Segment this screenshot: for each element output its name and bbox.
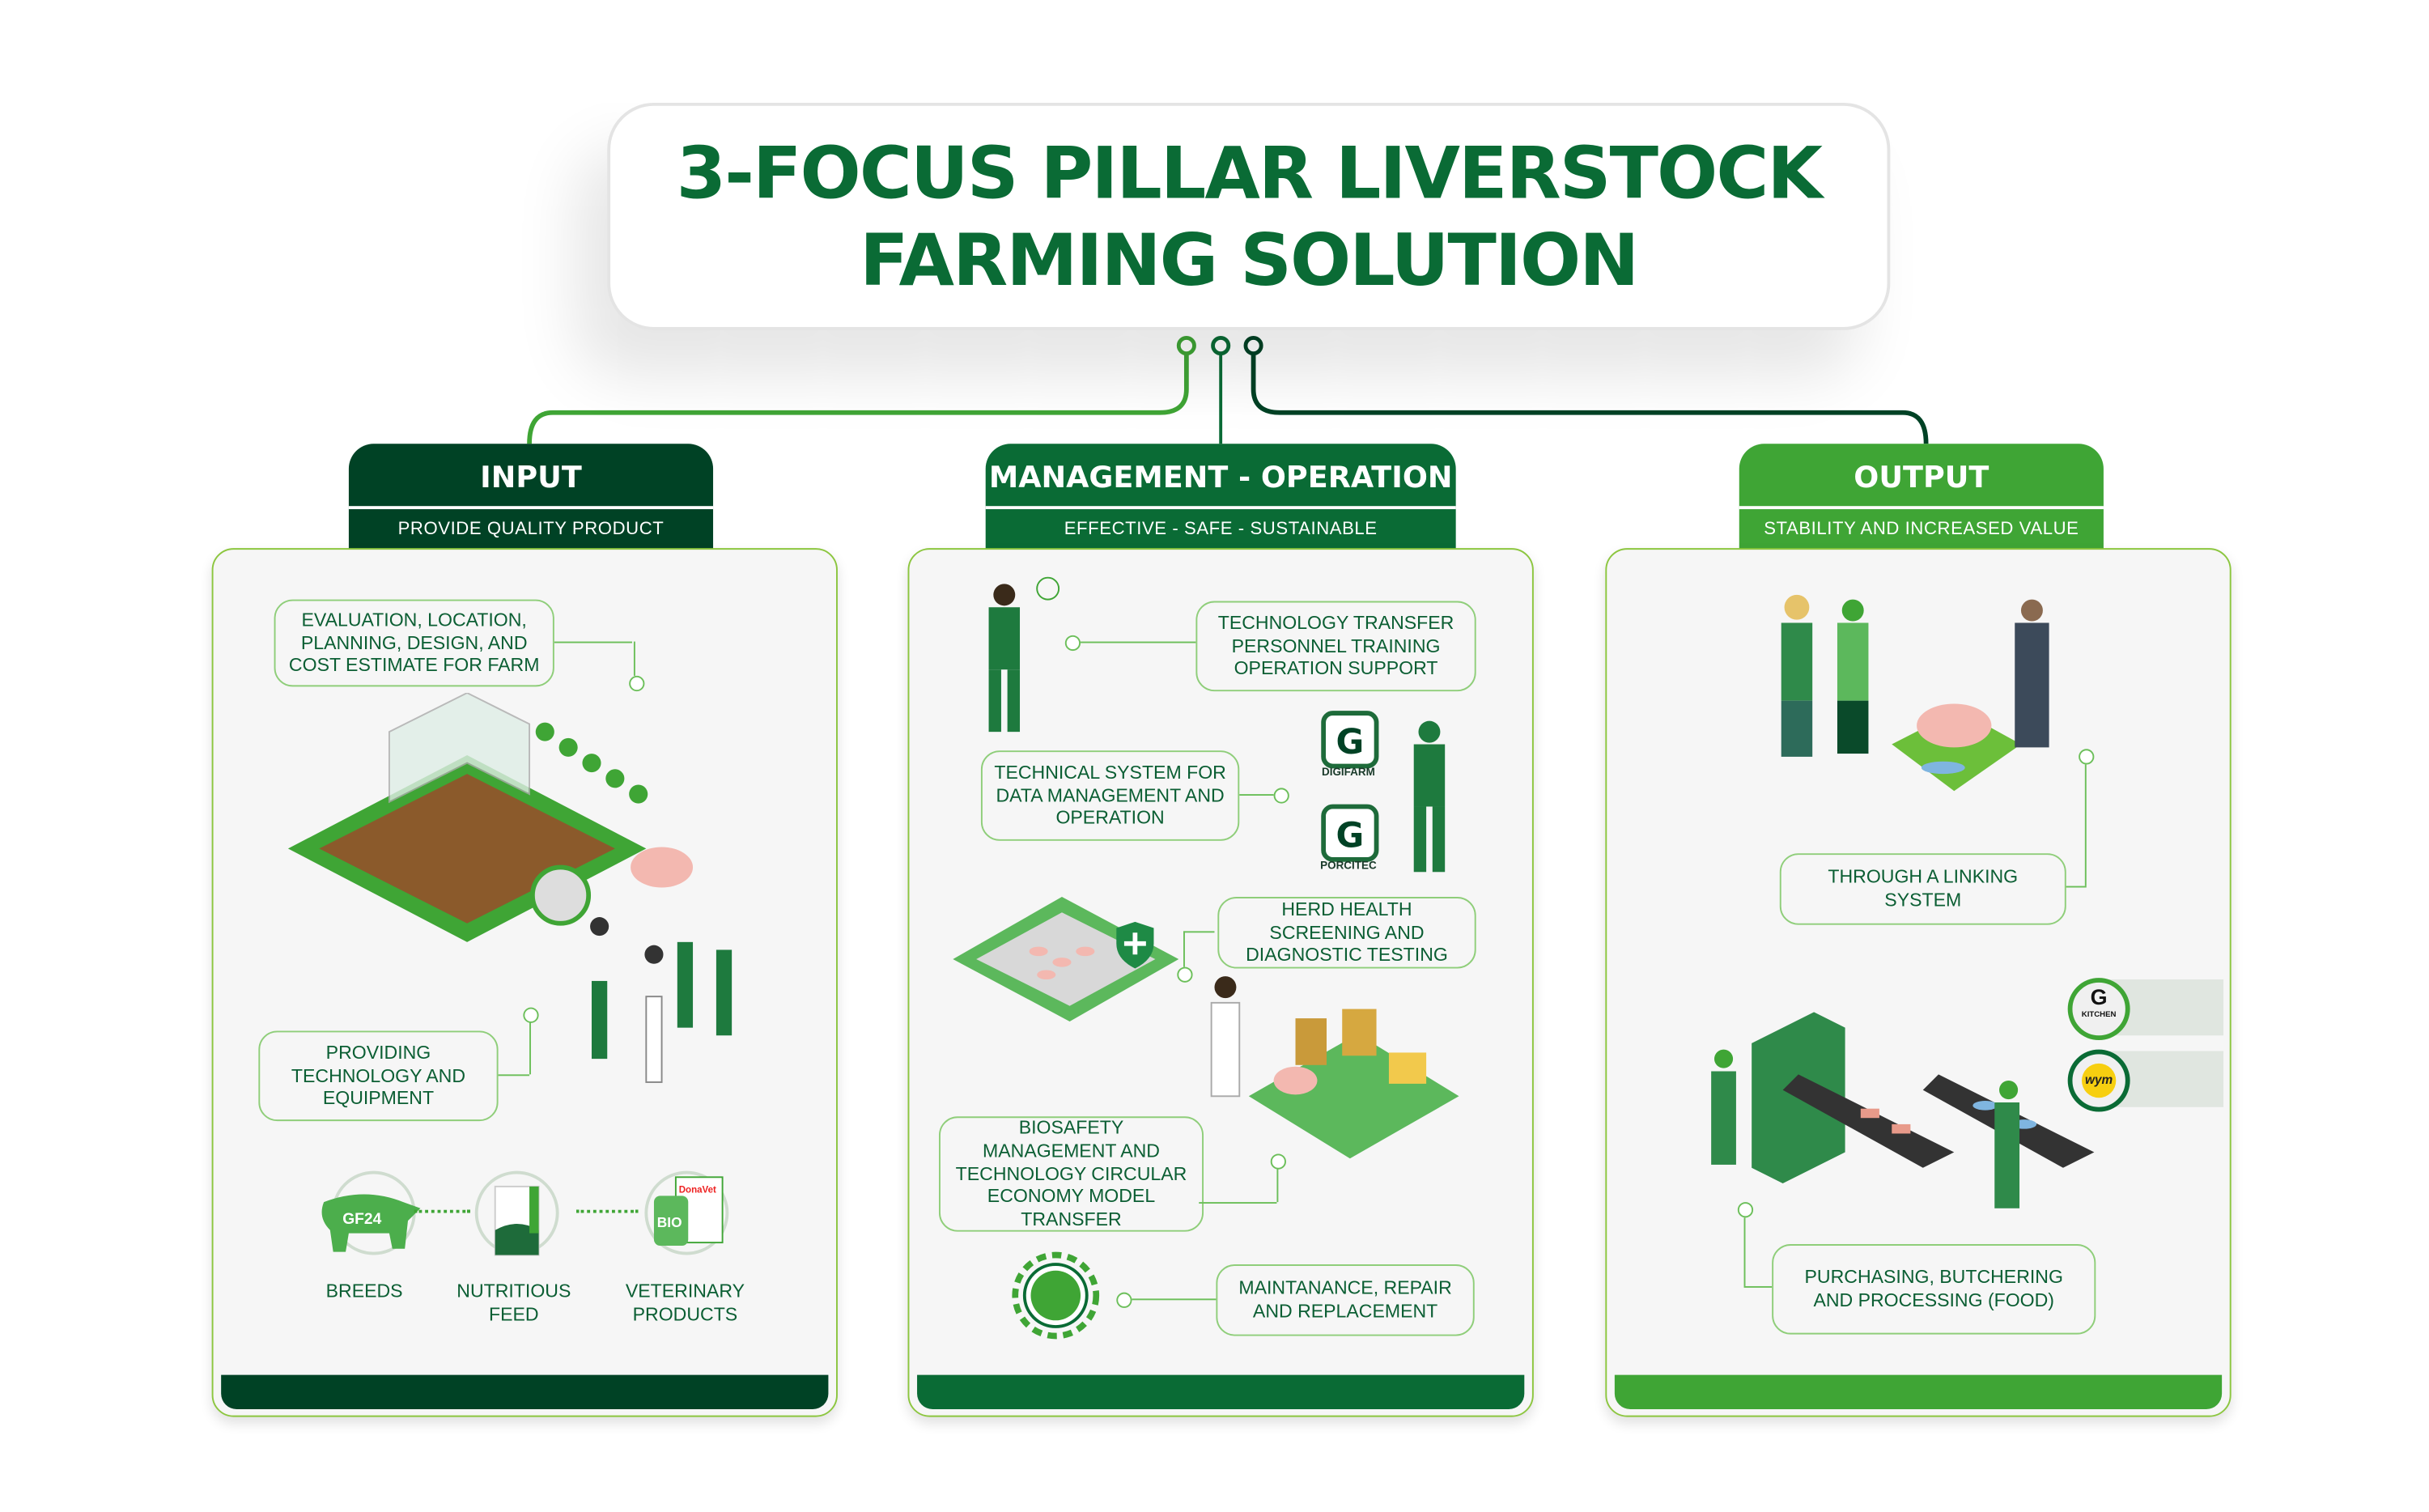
- svg-text:G: G: [1336, 815, 1365, 855]
- tree-icon: [535, 722, 648, 804]
- input-subtitle: PROVIDE QUALITY PRODUCT: [348, 506, 714, 550]
- caption-breeds: BREEDS: [325, 1280, 403, 1302]
- connector-input: [527, 346, 1189, 444]
- title-line-2: FARMING SOLUTION: [860, 218, 1639, 303]
- title-box: 3-FOCUS PILLAR LIVERSTOCK FARMING SOLUTI…: [607, 102, 1891, 330]
- input-panel: [211, 548, 838, 1417]
- trainer-icon: [988, 576, 1060, 733]
- label-linking-system: THROUGH A LINKING SYSTEM: [1779, 853, 2066, 925]
- lab-illustration: [1210, 976, 1459, 1159]
- pig-icon: [631, 847, 694, 888]
- feed-bag-icon: [494, 1185, 540, 1256]
- people-icon: [590, 917, 733, 1083]
- svg-text:G: G: [1336, 722, 1365, 762]
- title-line-1: 3-FOCUS PILLAR LIVERSTOCK: [676, 130, 1823, 215]
- management-title: MANAGEMENT - OPERATION: [988, 461, 1453, 495]
- technician-icon: [1413, 720, 1446, 873]
- label-technical-system: TECHNICAL SYSTEM FOR DATA MANAGEMENT AND…: [980, 750, 1240, 841]
- label-herd-health: HERD HEALTH SCREENING AND DIAGNOSTIC TES…: [1217, 897, 1476, 969]
- digifarm-label: DIGIFARM: [1321, 767, 1375, 779]
- input-footer-bar: [221, 1374, 829, 1409]
- management-footer-bar: [917, 1374, 1525, 1409]
- management-header: MANAGEMENT - OPERATION EFFECTIVE - SAFE …: [985, 444, 1456, 550]
- fan-icon: [530, 864, 592, 926]
- label-biosafety: BIOSAFETY MANAGEMENT AND TECHNOLOGY CIRC…: [938, 1116, 1204, 1232]
- pig-icon: GF24: [321, 1194, 421, 1252]
- farmers-pig-illustration: [1781, 594, 2049, 792]
- input-title: INPUT: [480, 461, 582, 495]
- label-technology-equipment: PROVIDING TECHNOLOGY AND EQUIPMENT: [258, 1030, 499, 1122]
- farm-equipment-illustration: [287, 693, 733, 1083]
- wym-logo: wym: [2067, 1049, 2130, 1112]
- porcitec-logo-icon: G: [1321, 804, 1379, 862]
- logo-g-icon: G: [2090, 983, 2108, 1009]
- processing-line-illustration: [1711, 1012, 2095, 1208]
- label-technology-transfer: TECHNOLOGY TRANSFER PERSONNEL TRAINING O…: [1195, 601, 1476, 692]
- veterinary-circle: [644, 1170, 729, 1255]
- pig-barn-illustration: [953, 897, 1179, 1021]
- greenhouse-icon: [287, 693, 647, 942]
- gear-icon: [1012, 1251, 1100, 1340]
- input-header: INPUT PROVIDE QUALITY PRODUCT: [348, 444, 714, 550]
- label-farm-planning: EVALUATION, LOCATION, PLANNING, DESIGN, …: [274, 599, 554, 687]
- porcitec-label: PORCITEC: [1320, 860, 1377, 873]
- bio-logo: BIO: [657, 1214, 682, 1230]
- digifarm-logo-icon: G: [1321, 711, 1379, 769]
- label-maintenance: MAINTANANCE, REPAIR AND REPLACEMENT: [1216, 1264, 1475, 1336]
- management-subtitle: EFFECTIVE - SAFE - SUSTAINABLE: [985, 506, 1456, 550]
- donavet-logo: DonaVet: [679, 1186, 716, 1196]
- gf24-logo: GF24: [342, 1211, 381, 1228]
- output-footer-bar: [1614, 1374, 2223, 1409]
- caption-nutritious-feed: NUTRITIOUS FEED: [456, 1280, 571, 1326]
- connector-output: [1251, 346, 1929, 444]
- conveyor-icon: [1782, 1074, 1955, 1168]
- output-title: OUTPUT: [1854, 461, 1989, 495]
- output-subtitle: STABILITY AND INCREASED VALUE: [1739, 506, 2104, 550]
- caption-veterinary-products: VETERINARY PRODUCTS: [625, 1280, 745, 1326]
- label-purchasing-processing: PURCHASING, BUTCHERING AND PROCESSING (F…: [1772, 1244, 2096, 1335]
- output-header: OUTPUT STABILITY AND INCREASED VALUE: [1739, 444, 2104, 550]
